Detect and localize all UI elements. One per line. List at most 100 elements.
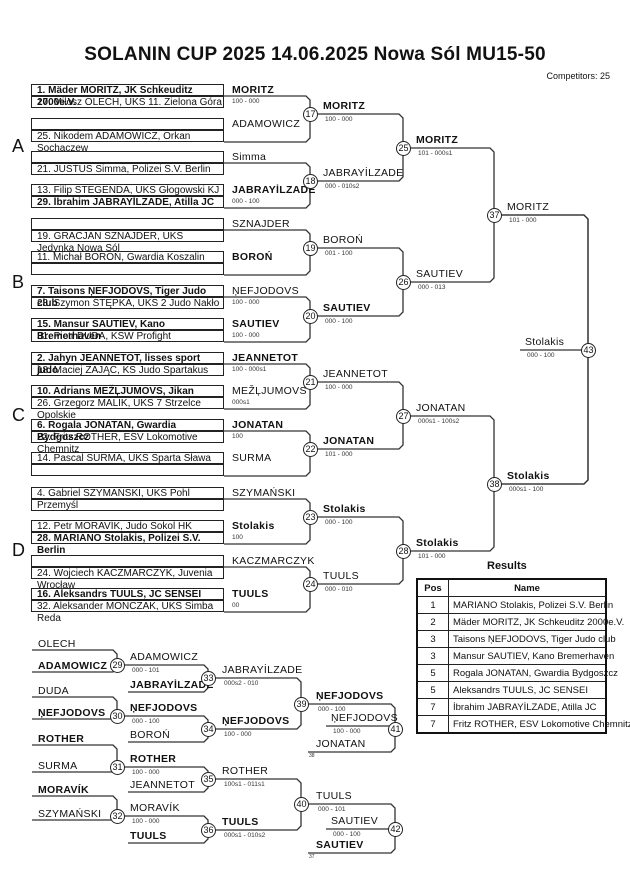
match-number: 22 <box>303 442 318 457</box>
rep-name: SURMA <box>38 760 78 772</box>
rep-name: ŅEFJODOVS <box>316 690 384 702</box>
rep-name: SAUTIEV <box>316 839 364 851</box>
match-number: 20 <box>303 309 318 324</box>
rep-name: ROTHER <box>222 765 269 777</box>
match-winner: SAUTIEV <box>416 268 464 280</box>
entry-box[interactable]: 26. Grzegorz MALIK, UKS 7 Strzelce Opols… <box>31 397 224 421</box>
entry-box[interactable]: 32. Aleksander MONCZAK, UKS Simba Reda <box>31 600 224 624</box>
result-name: Rogala JONATAN, Gwardia Bydgoszcz <box>448 664 618 682</box>
entry-box[interactable]: 18. Maciej ZAJĄC, KS Judo Spartakus <box>31 364 224 376</box>
round1-score: 100 <box>232 534 243 541</box>
result-pos: 2 <box>416 613 449 631</box>
round1-score: 000 - 100 <box>232 198 260 205</box>
rep-name: JONATAN <box>316 738 366 750</box>
match-number: 25 <box>396 141 411 156</box>
pool-label: C <box>12 405 25 425</box>
match-number: 34 <box>201 722 216 737</box>
entry-box[interactable] <box>31 464 224 476</box>
entry-box[interactable]: 6. Rogala JONATAN, Gwardia Bydgoszcz <box>31 419 224 443</box>
rep-arm <box>32 744 118 773</box>
match-score: 000 - 010 <box>325 586 353 593</box>
match-winner: BOROŃ <box>323 234 364 246</box>
competitors-count: Competitors: 25 <box>546 71 610 81</box>
match-number: 26 <box>396 275 411 290</box>
entry-box[interactable] <box>31 555 224 567</box>
entry-box[interactable]: 11. Michał BOROŃ, Gwardia Koszalin <box>31 251 224 263</box>
entry-box[interactable]: 24. Wojciech KACZMARCZYK, Juvenia Wrocła… <box>31 567 224 591</box>
match-score: 001 - 100 <box>325 250 353 257</box>
rep-score: 000 - 101 <box>132 667 160 674</box>
bracket-connector <box>501 350 589 485</box>
bracket-connector <box>501 214 589 350</box>
match-number: 29 <box>110 658 125 673</box>
entry-box[interactable] <box>31 263 224 275</box>
result-pos: 5 <box>416 681 449 699</box>
rep-score: 000 - 100 <box>318 706 346 713</box>
entry-box[interactable]: 2. Jahyn JEANNETOT, lisses sport judo <box>31 352 224 376</box>
result-name: Aleksandrs TUULS, JC SENSEI <box>448 681 607 699</box>
entry-box[interactable]: 13. Filip STEGENDA, UKS Głogowski KJ <box>31 184 224 196</box>
entry-box[interactable]: 31. Piotr DUDA, KSW Profight <box>31 330 224 342</box>
entry-box[interactable] <box>31 218 224 230</box>
entry-box[interactable]: 23. Szymon ŚTĘPKA, UKS 2 Judo Nakło <box>31 297 224 309</box>
rep-arm <box>32 795 118 821</box>
round1-score: 100 - 000 <box>232 332 260 339</box>
entry-box[interactable]: 21. JUSTUS Simma, Polizei S.V. Berlin <box>31 163 224 175</box>
round1-name: Stolakis <box>232 520 275 532</box>
match-winner: JEANNETOT <box>323 368 388 380</box>
result-pos: 1 <box>416 596 449 614</box>
entry-box[interactable]: 29. İbrahim JABRAYİLZADE, Atilla JC <box>31 196 224 208</box>
rep-score: 000s2 - 010 <box>224 680 259 687</box>
entry-box[interactable] <box>31 151 224 163</box>
result-pos: 7 <box>416 715 449 734</box>
entry-box[interactable]: 1. Mäder MORITZ, JK Schkeuditz 2000e.V. <box>31 84 224 108</box>
pool-label: A <box>12 136 25 156</box>
entry-box[interactable]: 17. Miłosz OLECH, UKS 11. Zielona Góra <box>31 96 224 108</box>
match-number: 32 <box>110 809 125 824</box>
match-number: 33 <box>201 671 216 686</box>
rep-score: 100 - 000 <box>224 731 252 738</box>
pool-label: D <box>12 540 25 560</box>
rep-name: ADAMOWICZ <box>38 660 108 672</box>
match-number: 30 <box>110 709 125 724</box>
entry-box[interactable]: 22. Fritz ROTHER, ESV Lokomotive Chemnit… <box>31 431 224 455</box>
match-winner: JONATAN <box>323 435 375 447</box>
entry-box[interactable] <box>31 118 224 130</box>
round1-name: JONATAN <box>232 419 284 431</box>
entry-box[interactable]: 12. Petr MORAVÍK, Judo Sokol HK <box>31 520 224 532</box>
match-number: 35 <box>201 772 216 787</box>
entry-box[interactable]: 14. Pascal SURMA, UKS Sparta Sława <box>31 452 224 464</box>
rep-source-match: 37 <box>309 854 315 860</box>
match-score: 000 - 100 <box>527 352 555 359</box>
entry-box[interactable]: 7. Taisons ŅEFJODOVS, Tiger Judo club <box>31 285 224 309</box>
match-winner: Stolakis <box>525 336 565 348</box>
match-score: 000s1 - 100s2 <box>418 418 460 425</box>
entry-box[interactable]: 28. MARIANO Stolakis, Polizei S.V. Berli… <box>31 532 224 556</box>
entry-box[interactable]: 4. Gabriel SZYMAŃSKI, UKS Pohl Przemyśl <box>31 487 224 511</box>
rep-name: SZYMAŃSKI <box>38 808 102 820</box>
entry-box[interactable] <box>31 499 224 511</box>
rep-name: ŅEFJODOVS <box>38 707 106 719</box>
result-name: Taisons ŅEFJODOVS, Tiger Judo club <box>448 630 616 648</box>
page-title: SOLANIN CUP 2025 14.06.2025 Nowa Sól MU1… <box>84 44 546 65</box>
round1-name: SZNAJDER <box>232 218 290 230</box>
round1-name: BOROŃ <box>232 251 273 263</box>
rep-name: MORAVÍK <box>38 784 89 796</box>
bracket-connector <box>317 381 404 416</box>
entry-box[interactable]: 15. Mansur SAUTIEV, Kano Bremerhaven <box>31 318 224 342</box>
rep-name: ŅEFJODOVS <box>331 712 398 724</box>
match-score: 101 - 000 <box>418 553 446 560</box>
rep-name: JABRAYİLZADE <box>222 664 303 676</box>
entry-box[interactable]: 10. Adrians MEŽĻJUMOVS, Jikan <box>31 385 224 397</box>
entry-box[interactable]: 16. Aleksandrs TUULS, JC SENSEI <box>31 588 224 600</box>
rep-name: ADAMOWICZ <box>130 651 199 663</box>
match-winner: JABRAYİLZADE <box>323 167 404 179</box>
entry-box[interactable]: 25. Nikodem ADAMOWICZ, Orkan Sochaczew <box>31 130 224 154</box>
match-winner: JONATAN <box>416 402 466 414</box>
entry-box[interactable]: 19. GRACJAN SZNAJDER, UKS Jedynka Nowa S… <box>31 230 224 254</box>
result-name: MARIANO Stolakis, Polizei S.V. Berlin <box>448 596 613 614</box>
match-score: 101 - 000 <box>325 451 353 458</box>
rep-score: 000s1 - 010s2 <box>224 832 266 839</box>
